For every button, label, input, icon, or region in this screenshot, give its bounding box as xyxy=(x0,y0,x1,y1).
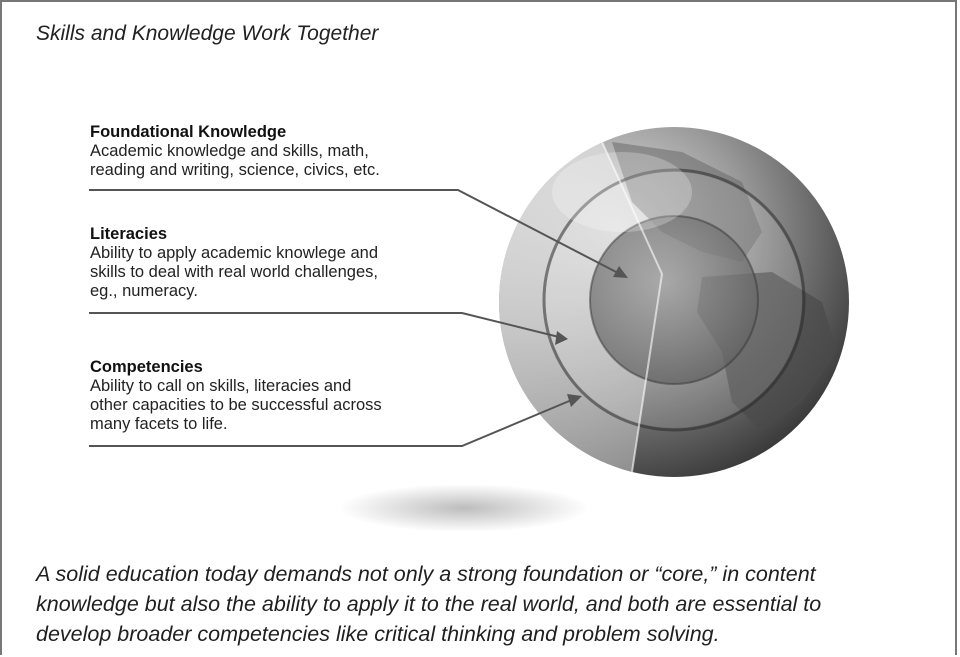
caption-line: develop broader competencies like critic… xyxy=(36,622,720,646)
competencies-line: Ability to call on skills, literacies an… xyxy=(90,377,352,395)
leader-foundational xyxy=(89,189,621,275)
competencies-label: Competencies Ability to call on skills, … xyxy=(90,358,490,434)
foundational-line: Academic knowledge and skills, math, xyxy=(90,142,369,160)
foundational-heading: Foundational Knowledge xyxy=(90,123,287,141)
leader-competencies xyxy=(89,398,575,447)
literacies-heading: Literacies xyxy=(90,225,168,243)
literacies-line: Ability to apply academic knowlege and xyxy=(90,244,379,262)
globe-shadow xyxy=(339,484,589,532)
literacies-line: eg., numeracy. xyxy=(90,282,198,300)
foundational-line: reading and writing, science, civics, et… xyxy=(90,161,380,179)
arrowhead-competencies xyxy=(567,394,582,407)
literacies-line: skills to deal with real world challenge… xyxy=(90,263,378,281)
literacies-ring xyxy=(542,168,806,432)
competencies-heading: Competencies xyxy=(90,358,203,376)
literacies-label: Literacies Ability to apply academic kno… xyxy=(90,225,490,301)
arrowhead-literacies xyxy=(555,331,568,345)
arrowhead-foundational xyxy=(613,266,628,278)
caption-line: A solid education today demands not only… xyxy=(36,562,816,586)
figure-caption: A solid education today demands not only… xyxy=(36,559,936,649)
competencies-line: other capacities to be successful across xyxy=(90,396,382,414)
caption-line: knowledge but also the ability to apply … xyxy=(36,592,822,616)
foundational-knowledge-label: Foundational Knowledge Academic knowledg… xyxy=(90,123,490,180)
leader-literacies xyxy=(89,312,560,338)
foundational-core xyxy=(589,215,759,385)
figure-title: Skills and Knowledge Work Together xyxy=(36,22,379,45)
cutaway-wedge xyxy=(499,142,662,472)
competencies-line: many facets to life. xyxy=(90,415,228,433)
